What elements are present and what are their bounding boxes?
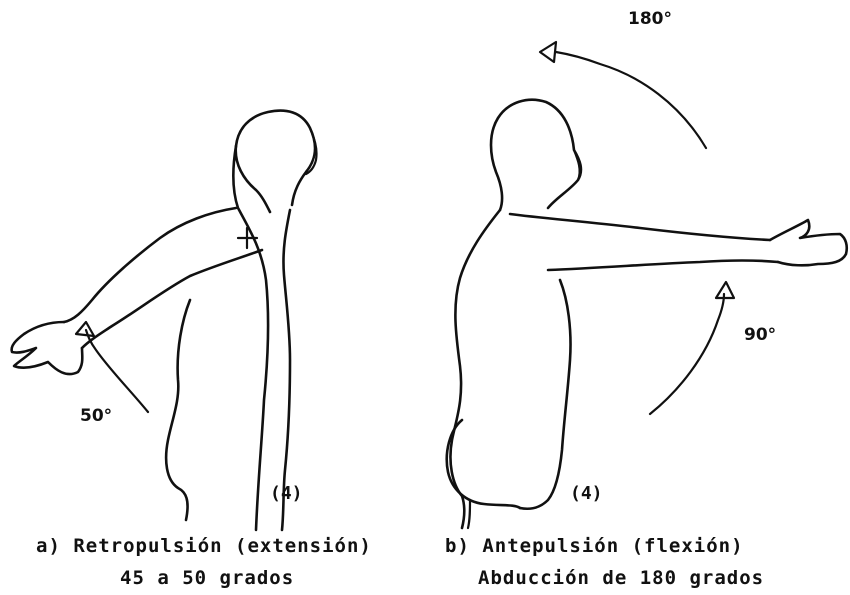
figure-b-buttock [447, 420, 520, 508]
figure-a-angle-label: 50° [80, 406, 112, 426]
figure-a-arm-upper [64, 208, 236, 322]
figure-a-hand [12, 322, 83, 374]
figure-b-angle-label-90: 90° [744, 325, 776, 345]
figure-a-ref-label: (4) [270, 483, 303, 504]
figure-b-arc-arrow-90 [650, 294, 724, 414]
figure-a-angle-arrow [86, 330, 148, 412]
figure-b-angle-label-180: 180° [628, 9, 672, 29]
figure-b-ref-label: (4) [570, 483, 603, 504]
figure-b-face [574, 150, 580, 180]
figure-b-arc-arrow-180 [556, 52, 706, 148]
figure-b-caption-line2: Abducción de 180 grados [478, 567, 764, 589]
figure-a-extension: 50° (4) [12, 111, 317, 530]
figure-a-caption-line2: 45 a 50 grados [120, 567, 294, 589]
figure-b-hand [770, 220, 847, 265]
figure-a-arm-lower [82, 250, 262, 348]
figure-b-caption-line1: b) Antepulsión (flexión) [445, 535, 744, 557]
figure-a-head-outline [236, 111, 315, 212]
figure-a-center-mark [238, 228, 257, 248]
figure-b-flexion: 180° 90° (4) [447, 9, 847, 528]
figure-b-arrow-head-180 [540, 42, 556, 62]
figure-a-hip-outline [166, 300, 190, 520]
figure-b-arm-lower [548, 261, 778, 271]
figure-b-arm-upper [510, 214, 770, 240]
figure-b-head-outline [491, 100, 581, 210]
figure-b-back-outline [450, 210, 500, 528]
figure-a-caption-line1: a) Retropulsión (extensión) [36, 535, 372, 557]
figure-b-front-outline [520, 280, 571, 509]
figure-a-back-outline [233, 146, 268, 530]
figure-b-leg-line [468, 500, 470, 528]
figure-a-front-outline [282, 210, 290, 530]
figure-a-arrow-head [76, 322, 94, 336]
